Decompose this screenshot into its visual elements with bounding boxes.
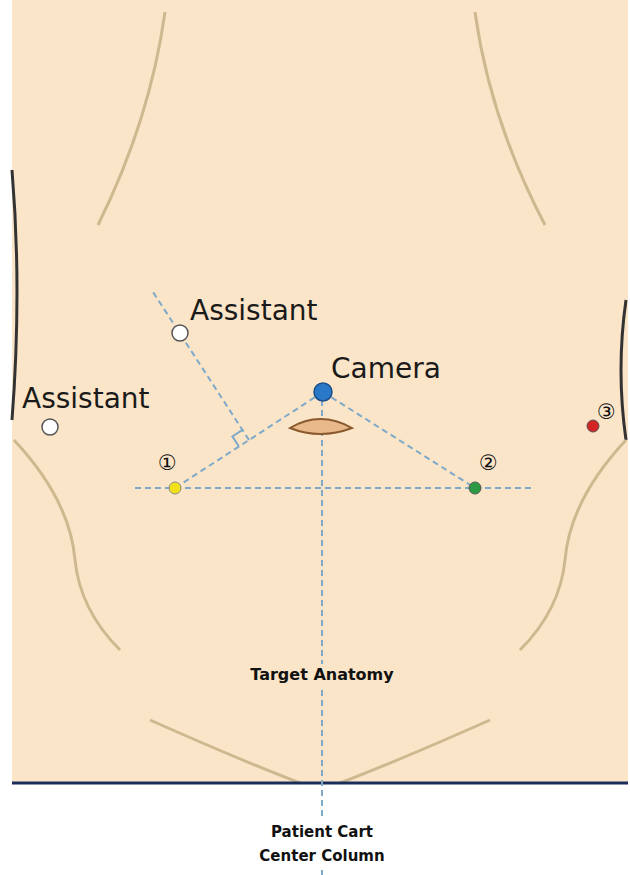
port-label: Assistant xyxy=(22,384,150,415)
axis-label: Target Anatomy xyxy=(246,664,397,686)
guide-lines xyxy=(135,291,535,875)
port-label: Assistant xyxy=(190,296,318,327)
callout-number: ① xyxy=(158,452,177,475)
body-outline xyxy=(12,170,17,420)
body-outline xyxy=(621,300,626,440)
callout-number: ② xyxy=(479,452,498,475)
contour-lines xyxy=(14,12,626,783)
arm-port xyxy=(469,482,481,494)
camera-port xyxy=(314,383,332,401)
axis-label: Patient Cart Center Column xyxy=(253,818,391,870)
right-angle-marker xyxy=(232,430,242,447)
callout-number: ③ xyxy=(597,401,616,424)
table-edge xyxy=(12,782,628,785)
port-label: Camera xyxy=(331,354,441,385)
assistant-port xyxy=(172,325,188,341)
skin-area xyxy=(12,0,628,783)
assistant-port xyxy=(42,419,58,435)
navel xyxy=(290,419,352,434)
arm-port xyxy=(169,482,181,494)
